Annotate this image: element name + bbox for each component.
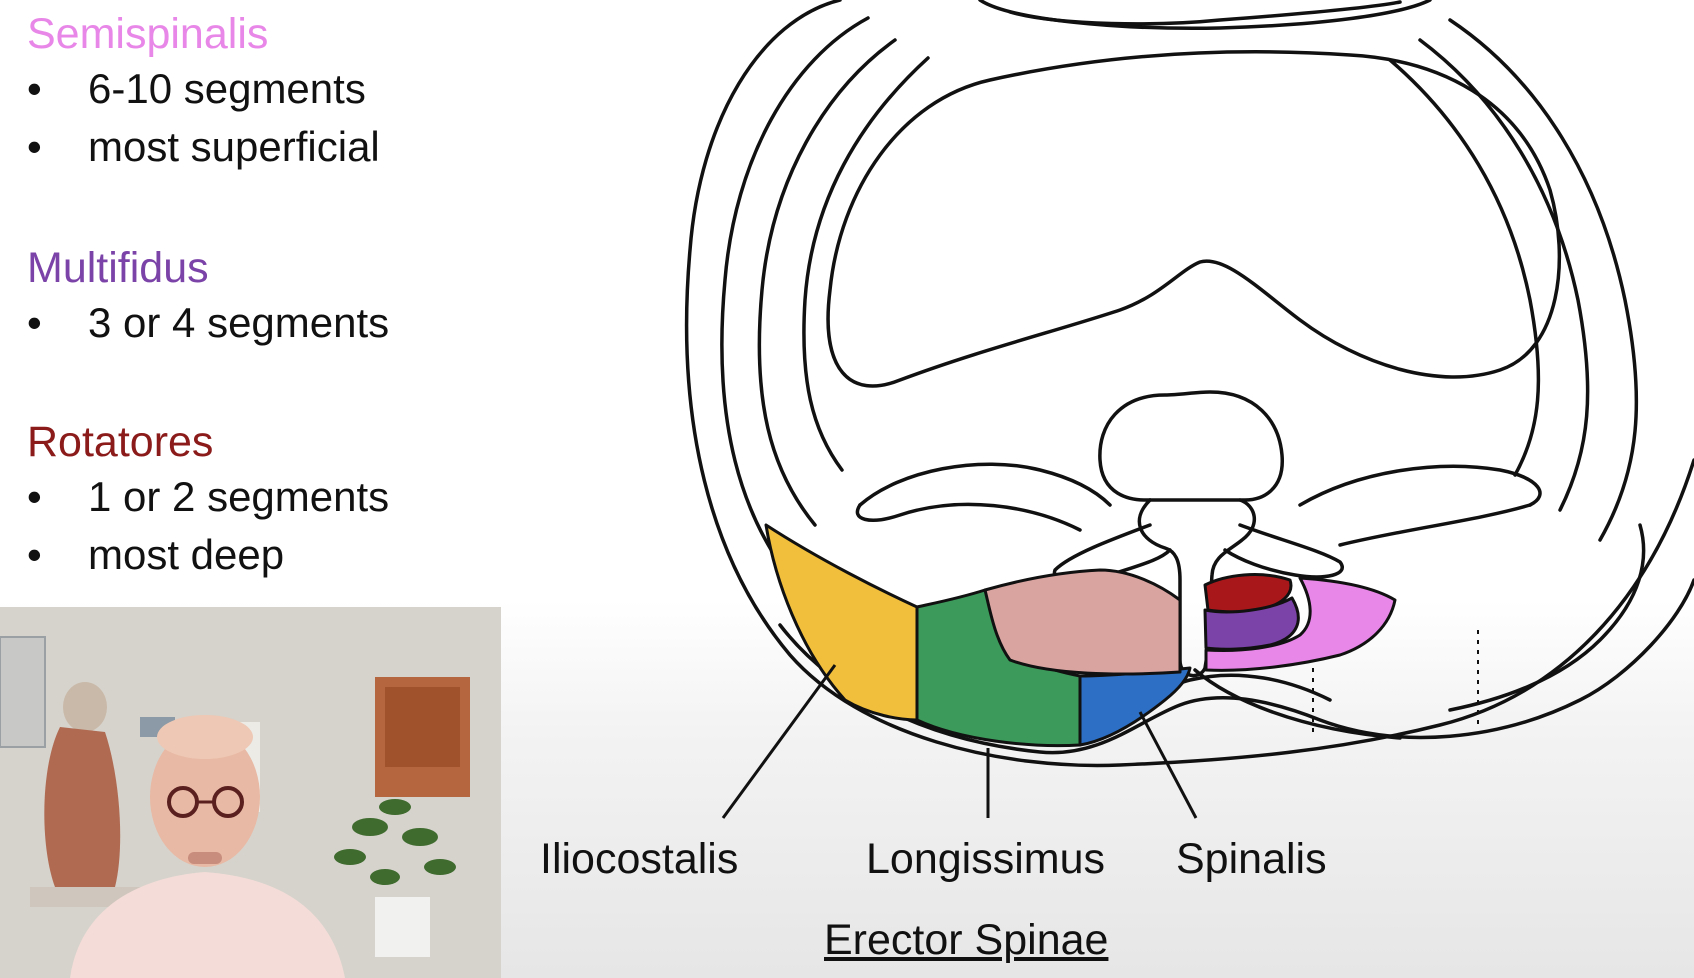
- rib-right-lower: [1338, 503, 1532, 547]
- top-arc: [978, 0, 1432, 30]
- label-iliocostalis: Iliocostalis: [540, 835, 739, 883]
- leader-spinalis: [1138, 711, 1198, 819]
- presenter-video: [0, 607, 501, 978]
- back-wall: [778, 578, 1694, 755]
- legend-rotatores: Rotatores • 1 or 2 segments • most deep: [27, 416, 389, 584]
- legend-bullet: • most superficial: [27, 118, 380, 176]
- transversospinalis-pink-region: [983, 568, 1182, 676]
- legend-title-semispinalis: Semispinalis: [27, 10, 269, 58]
- thoracic-cavity: [826, 50, 1562, 388]
- bullet-dot: •: [27, 123, 42, 170]
- contour-right-2: [1418, 38, 1590, 512]
- legend-title-rotatores: Rotatores: [27, 418, 214, 466]
- bullet-dot: •: [27, 65, 42, 112]
- label-longissimus: Longissimus: [866, 835, 1105, 883]
- legend-multifidus: Multifidus • 3 or 4 segments: [27, 242, 389, 352]
- contour-right-1: [1448, 18, 1639, 542]
- legend-bullet: • 6-10 segments: [27, 60, 380, 118]
- top-arc-inner: [1008, 0, 1402, 26]
- contour-4: [802, 56, 930, 472]
- spine-groove: [1193, 668, 1402, 740]
- contour-3: [757, 38, 897, 527]
- bullet-text: most deep: [88, 531, 285, 578]
- rib-left: [858, 462, 1112, 507]
- semispinalis-muscle: [1204, 576, 1397, 672]
- bullet-dot: •: [27, 473, 42, 520]
- label-spinalis: Spinalis: [1176, 835, 1327, 883]
- bullet-text: 1 or 2 segments: [88, 473, 390, 520]
- bullet-text: 6-10 segments: [88, 65, 366, 112]
- outer-contour: [684, 0, 1694, 768]
- contour-2: [720, 16, 870, 592]
- leader-iliocostalis: [721, 664, 837, 819]
- iliocostalis-muscle: [764, 523, 919, 722]
- contour-right-3: [1388, 58, 1541, 477]
- vertebral-body: [1098, 390, 1284, 502]
- legend-bullet: • 1 or 2 segments: [27, 468, 389, 526]
- bullet-text: most superficial: [88, 123, 380, 170]
- label-erector-spinae: Erector Spinae: [824, 916, 1109, 964]
- legend-bullet: • most deep: [27, 526, 389, 584]
- transverse-right: [1223, 523, 1344, 579]
- bullet-dot: •: [27, 531, 42, 578]
- rib-right: [1298, 464, 1542, 507]
- webcam-feed: [0, 607, 501, 978]
- bullet-text: 3 or 4 segments: [88, 299, 390, 346]
- rib-left-lower: [855, 502, 1082, 532]
- right-outer-wing: [1448, 523, 1646, 712]
- legend-semispinalis: Semispinalis • 6-10 segments • most superf…: [27, 8, 380, 176]
- legend-bullet: • 3 or 4 segments: [27, 294, 389, 352]
- bullet-dot: •: [27, 299, 42, 346]
- legend-title-multifidus: Multifidus: [27, 244, 209, 292]
